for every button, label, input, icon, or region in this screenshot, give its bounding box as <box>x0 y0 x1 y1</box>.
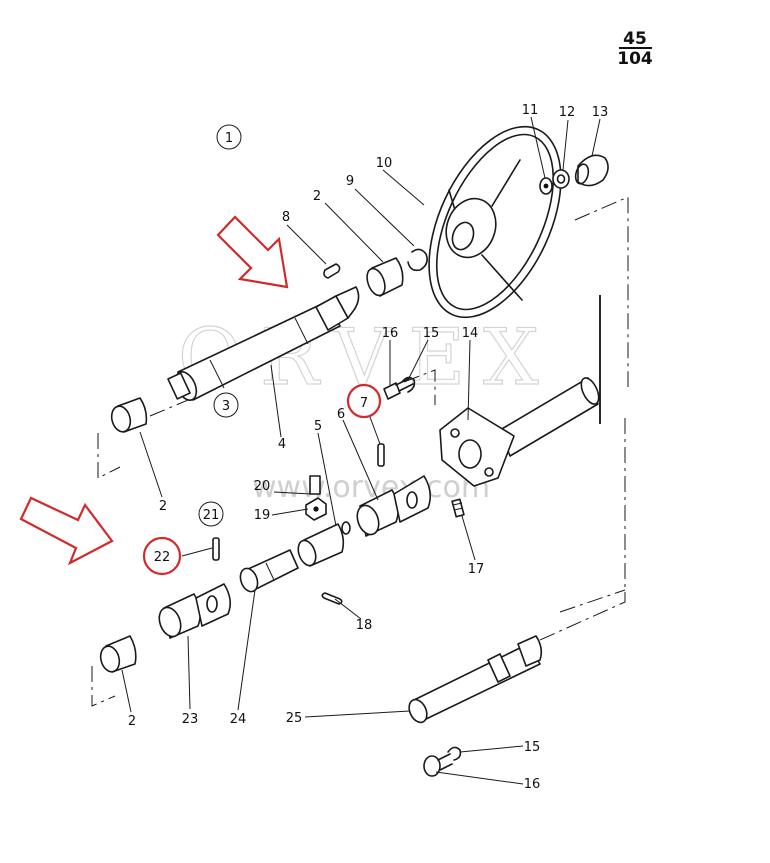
page-reference: 45 104 <box>617 29 653 69</box>
callout-16-lower: 16 <box>524 777 541 792</box>
callout-15-upper: 15 <box>423 326 440 341</box>
callout-25: 25 <box>286 711 303 726</box>
washer-11 <box>539 177 553 195</box>
bush-2-middle <box>110 397 148 433</box>
callout-17: 17 <box>468 562 485 577</box>
callout-15-lower: 15 <box>524 740 541 755</box>
callout-23: 23 <box>182 712 199 727</box>
bush-2-lower <box>99 635 137 673</box>
nut-19 <box>305 497 327 521</box>
horn-cap-13 <box>574 154 609 187</box>
callout-13: 13 <box>592 105 609 120</box>
callout-6: 6 <box>337 407 345 422</box>
red-arrow-lower <box>19 496 114 566</box>
callout-18: 18 <box>356 618 373 633</box>
watermark-url: www.orvex.com <box>252 470 490 505</box>
callout-4: 4 <box>278 437 286 452</box>
column-tube-14 <box>439 377 600 487</box>
bolt-20 <box>309 475 321 495</box>
page-ref-denominator: 104 <box>617 49 653 69</box>
key-18 <box>321 592 343 605</box>
callout-19: 19 <box>254 508 271 523</box>
part-callouts: 10 11 12 13 9 8 2 16 15 14 7 6 5 4 2 20 … <box>128 103 608 792</box>
lower-steering-shaft-25 <box>408 635 543 724</box>
assembly-frame-lines <box>91 196 629 707</box>
svg-text:1: 1 <box>225 131 233 146</box>
callout-7: 7 <box>360 396 368 411</box>
leader-lines <box>121 116 601 785</box>
washer-15-upper <box>401 376 416 393</box>
callout-2-upper: 2 <box>313 189 321 204</box>
callout-2-lower: 2 <box>128 714 136 729</box>
steering-wheel <box>428 125 562 319</box>
group-label-1: 1 <box>216 124 242 150</box>
intermediate-shaft-24 <box>239 549 299 593</box>
circlip-9 <box>407 248 428 272</box>
grub-screw-17 <box>451 498 465 518</box>
universal-joint-6 <box>356 475 432 537</box>
bolt-16-lower <box>423 753 453 777</box>
bush-2-upper <box>366 257 404 297</box>
highlight-circle-7 <box>346 383 382 419</box>
callout-5: 5 <box>314 419 322 434</box>
pin-7 <box>377 443 385 467</box>
svg-text:3: 3 <box>222 399 230 414</box>
upper-steering-shaft-4 <box>167 286 360 401</box>
callout-22: 22 <box>154 550 171 565</box>
group-label-3: 3 <box>213 392 239 418</box>
sleeve-5 <box>297 521 351 567</box>
callout-2-middle: 2 <box>159 499 167 514</box>
page-ref-numerator: 45 <box>623 29 647 49</box>
callout-10: 10 <box>376 156 393 171</box>
universal-joint-23 <box>158 583 232 639</box>
washer-15-lower <box>447 746 462 761</box>
callout-11: 11 <box>522 103 539 118</box>
highlight-circle-22 <box>142 536 182 576</box>
callout-16-upper: 16 <box>382 326 399 341</box>
callout-24: 24 <box>230 712 247 727</box>
callout-9: 9 <box>346 174 354 189</box>
svg-text:21: 21 <box>203 508 220 523</box>
key-8 <box>323 263 341 279</box>
callout-12: 12 <box>559 105 576 120</box>
group-label-21: 21 <box>198 501 224 527</box>
callout-8: 8 <box>282 210 290 225</box>
callout-14: 14 <box>462 326 479 341</box>
nut-12 <box>552 169 570 189</box>
pin-22 <box>212 537 220 561</box>
red-arrow-upper <box>216 215 289 289</box>
callout-20: 20 <box>254 479 271 494</box>
